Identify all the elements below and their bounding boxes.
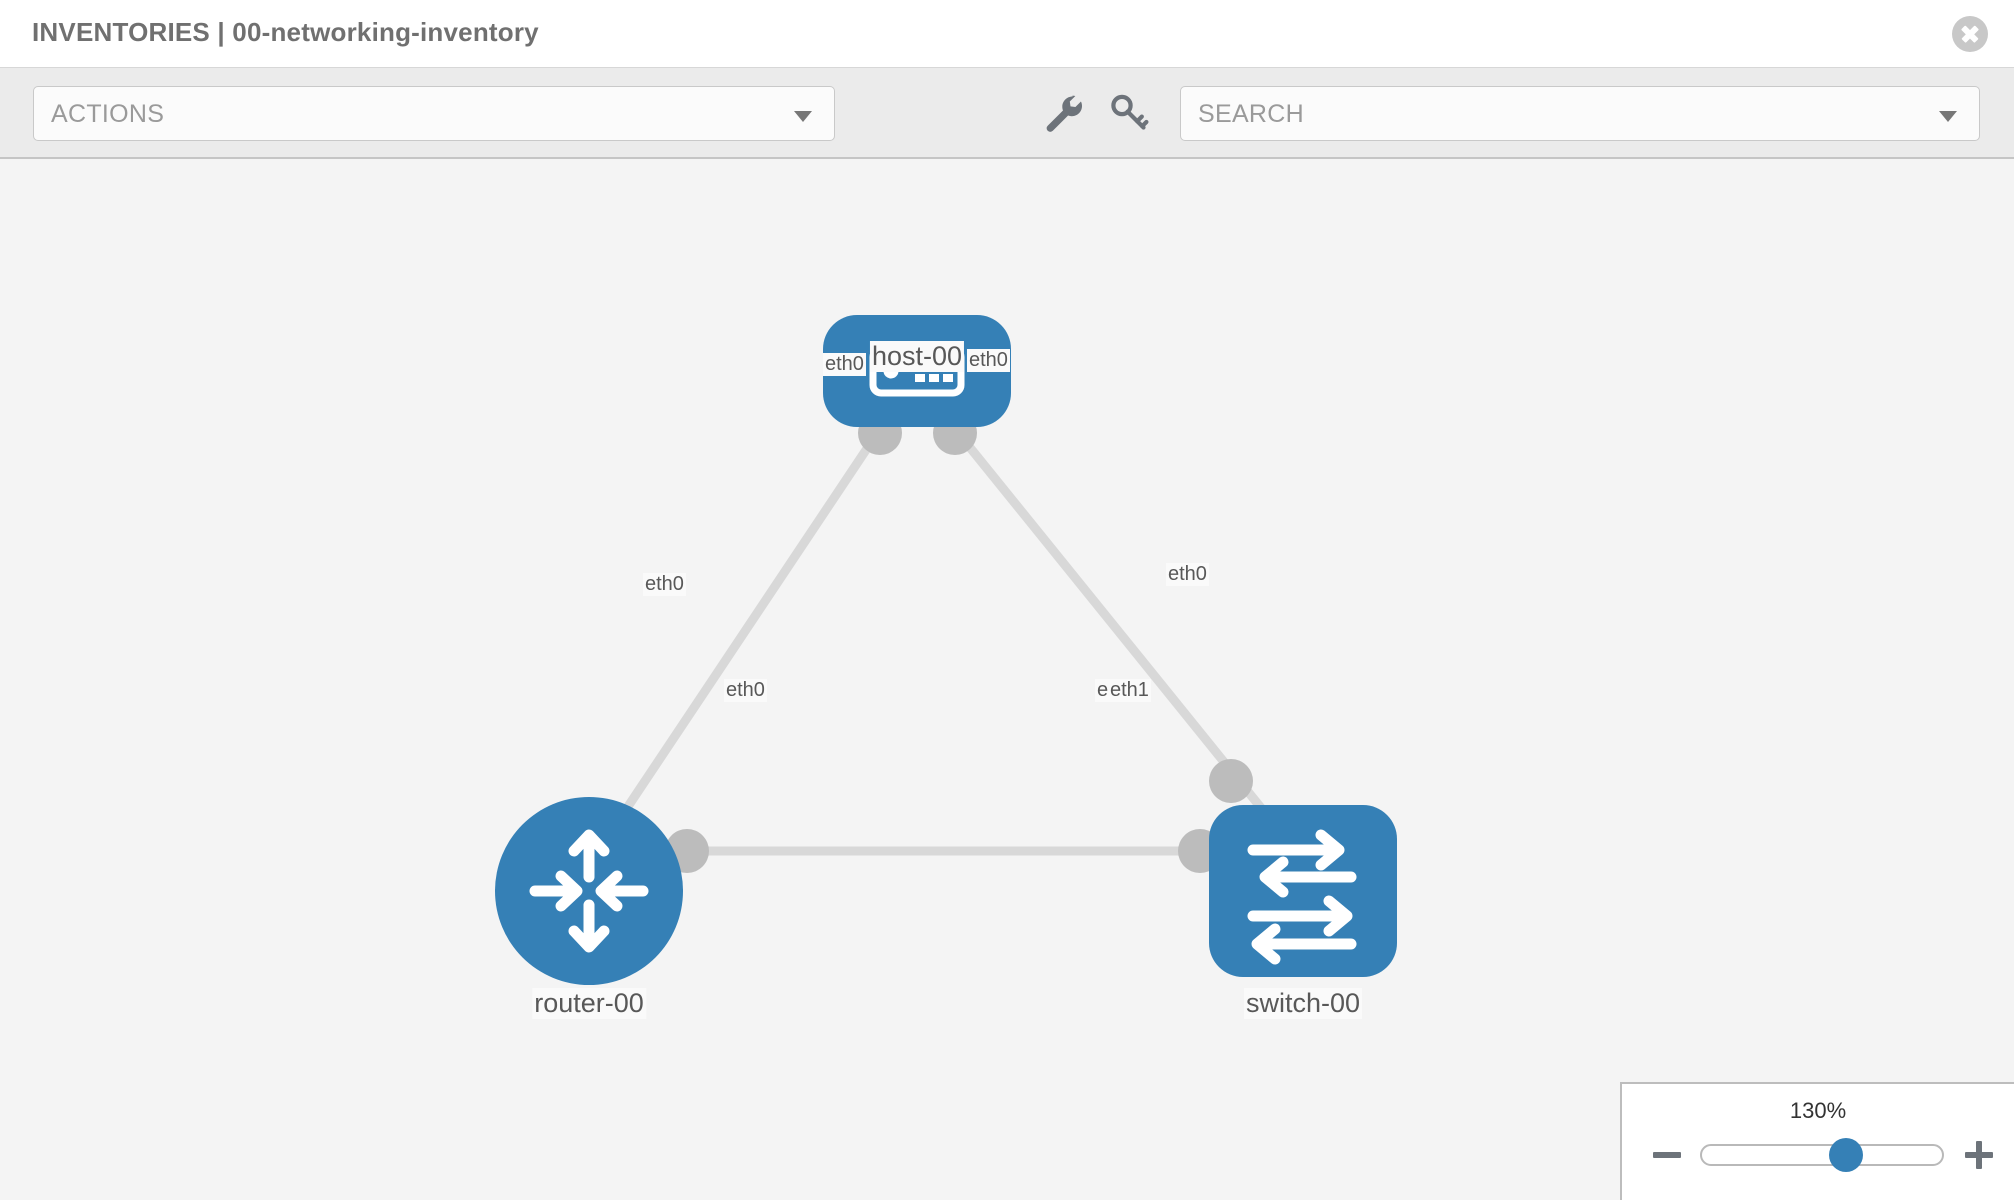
zoom-level-value: 130% — [1789, 1098, 1847, 1123]
topology-canvas[interactable]: host-00 router-00 switch-00 eth0 eth0 et… — [0, 161, 2014, 1200]
switch-icon — [1247, 829, 1357, 965]
search-placeholder: SEARCH — [1198, 100, 1304, 128]
edge-label-switch00-eth1: eth1 — [1108, 679, 1151, 702]
edge-label-router00-eth0: eth0 — [724, 679, 767, 702]
node-router-00 — [495, 797, 683, 985]
node-label-host-00: host-00 — [869, 341, 965, 372]
handle-switch00-top — [1209, 759, 1253, 803]
node-switch-00 — [1209, 805, 1397, 977]
key-icon[interactable] — [1105, 90, 1151, 136]
chevron-down-icon — [794, 111, 812, 122]
topology-graph — [495, 315, 1397, 985]
search-input[interactable]: SEARCH — [1180, 86, 1980, 141]
edge-label-host00-eth0-right: eth0 — [967, 349, 1010, 372]
page-header: INVENTORIES | 00-networking-inventory — [0, 0, 2014, 68]
link-host00-switch00 — [951, 426, 1266, 812]
zoom-slider-row — [1622, 1136, 2014, 1176]
edge-label-switch00-eth0-uplink: eth0 — [1166, 563, 1209, 586]
edge-label-host00-eth0-left: eth0 — [823, 353, 866, 376]
node-label-router-00: router-00 — [532, 988, 646, 1019]
close-icon[interactable] — [1952, 16, 1988, 52]
wrench-icon[interactable] — [1040, 90, 1086, 136]
plus-icon[interactable] — [1962, 1138, 1996, 1172]
node-label-switch-00: switch-00 — [1243, 988, 1363, 1019]
router-icon — [529, 829, 649, 953]
zoom-slider-handle[interactable] — [1829, 1138, 1863, 1172]
page-title: INVENTORIES | 00-networking-inventory — [32, 17, 539, 47]
topology-links — [621, 426, 1266, 856]
edge-label-router00-eth0-uplink: eth0 — [643, 573, 686, 596]
toolbar: ACTIONS SEARCH — [0, 68, 2014, 159]
chevron-down-icon[interactable] — [1939, 111, 1957, 122]
minus-icon[interactable] — [1650, 1138, 1684, 1172]
zoom-control-panel: 130% — [1620, 1082, 2014, 1200]
zoom-slider-track[interactable] — [1700, 1138, 1944, 1172]
link-host00-router00 — [621, 426, 884, 814]
topology-handles — [665, 411, 1253, 873]
actions-dropdown-label: ACTIONS — [51, 100, 165, 128]
actions-dropdown[interactable]: ACTIONS — [33, 86, 835, 141]
